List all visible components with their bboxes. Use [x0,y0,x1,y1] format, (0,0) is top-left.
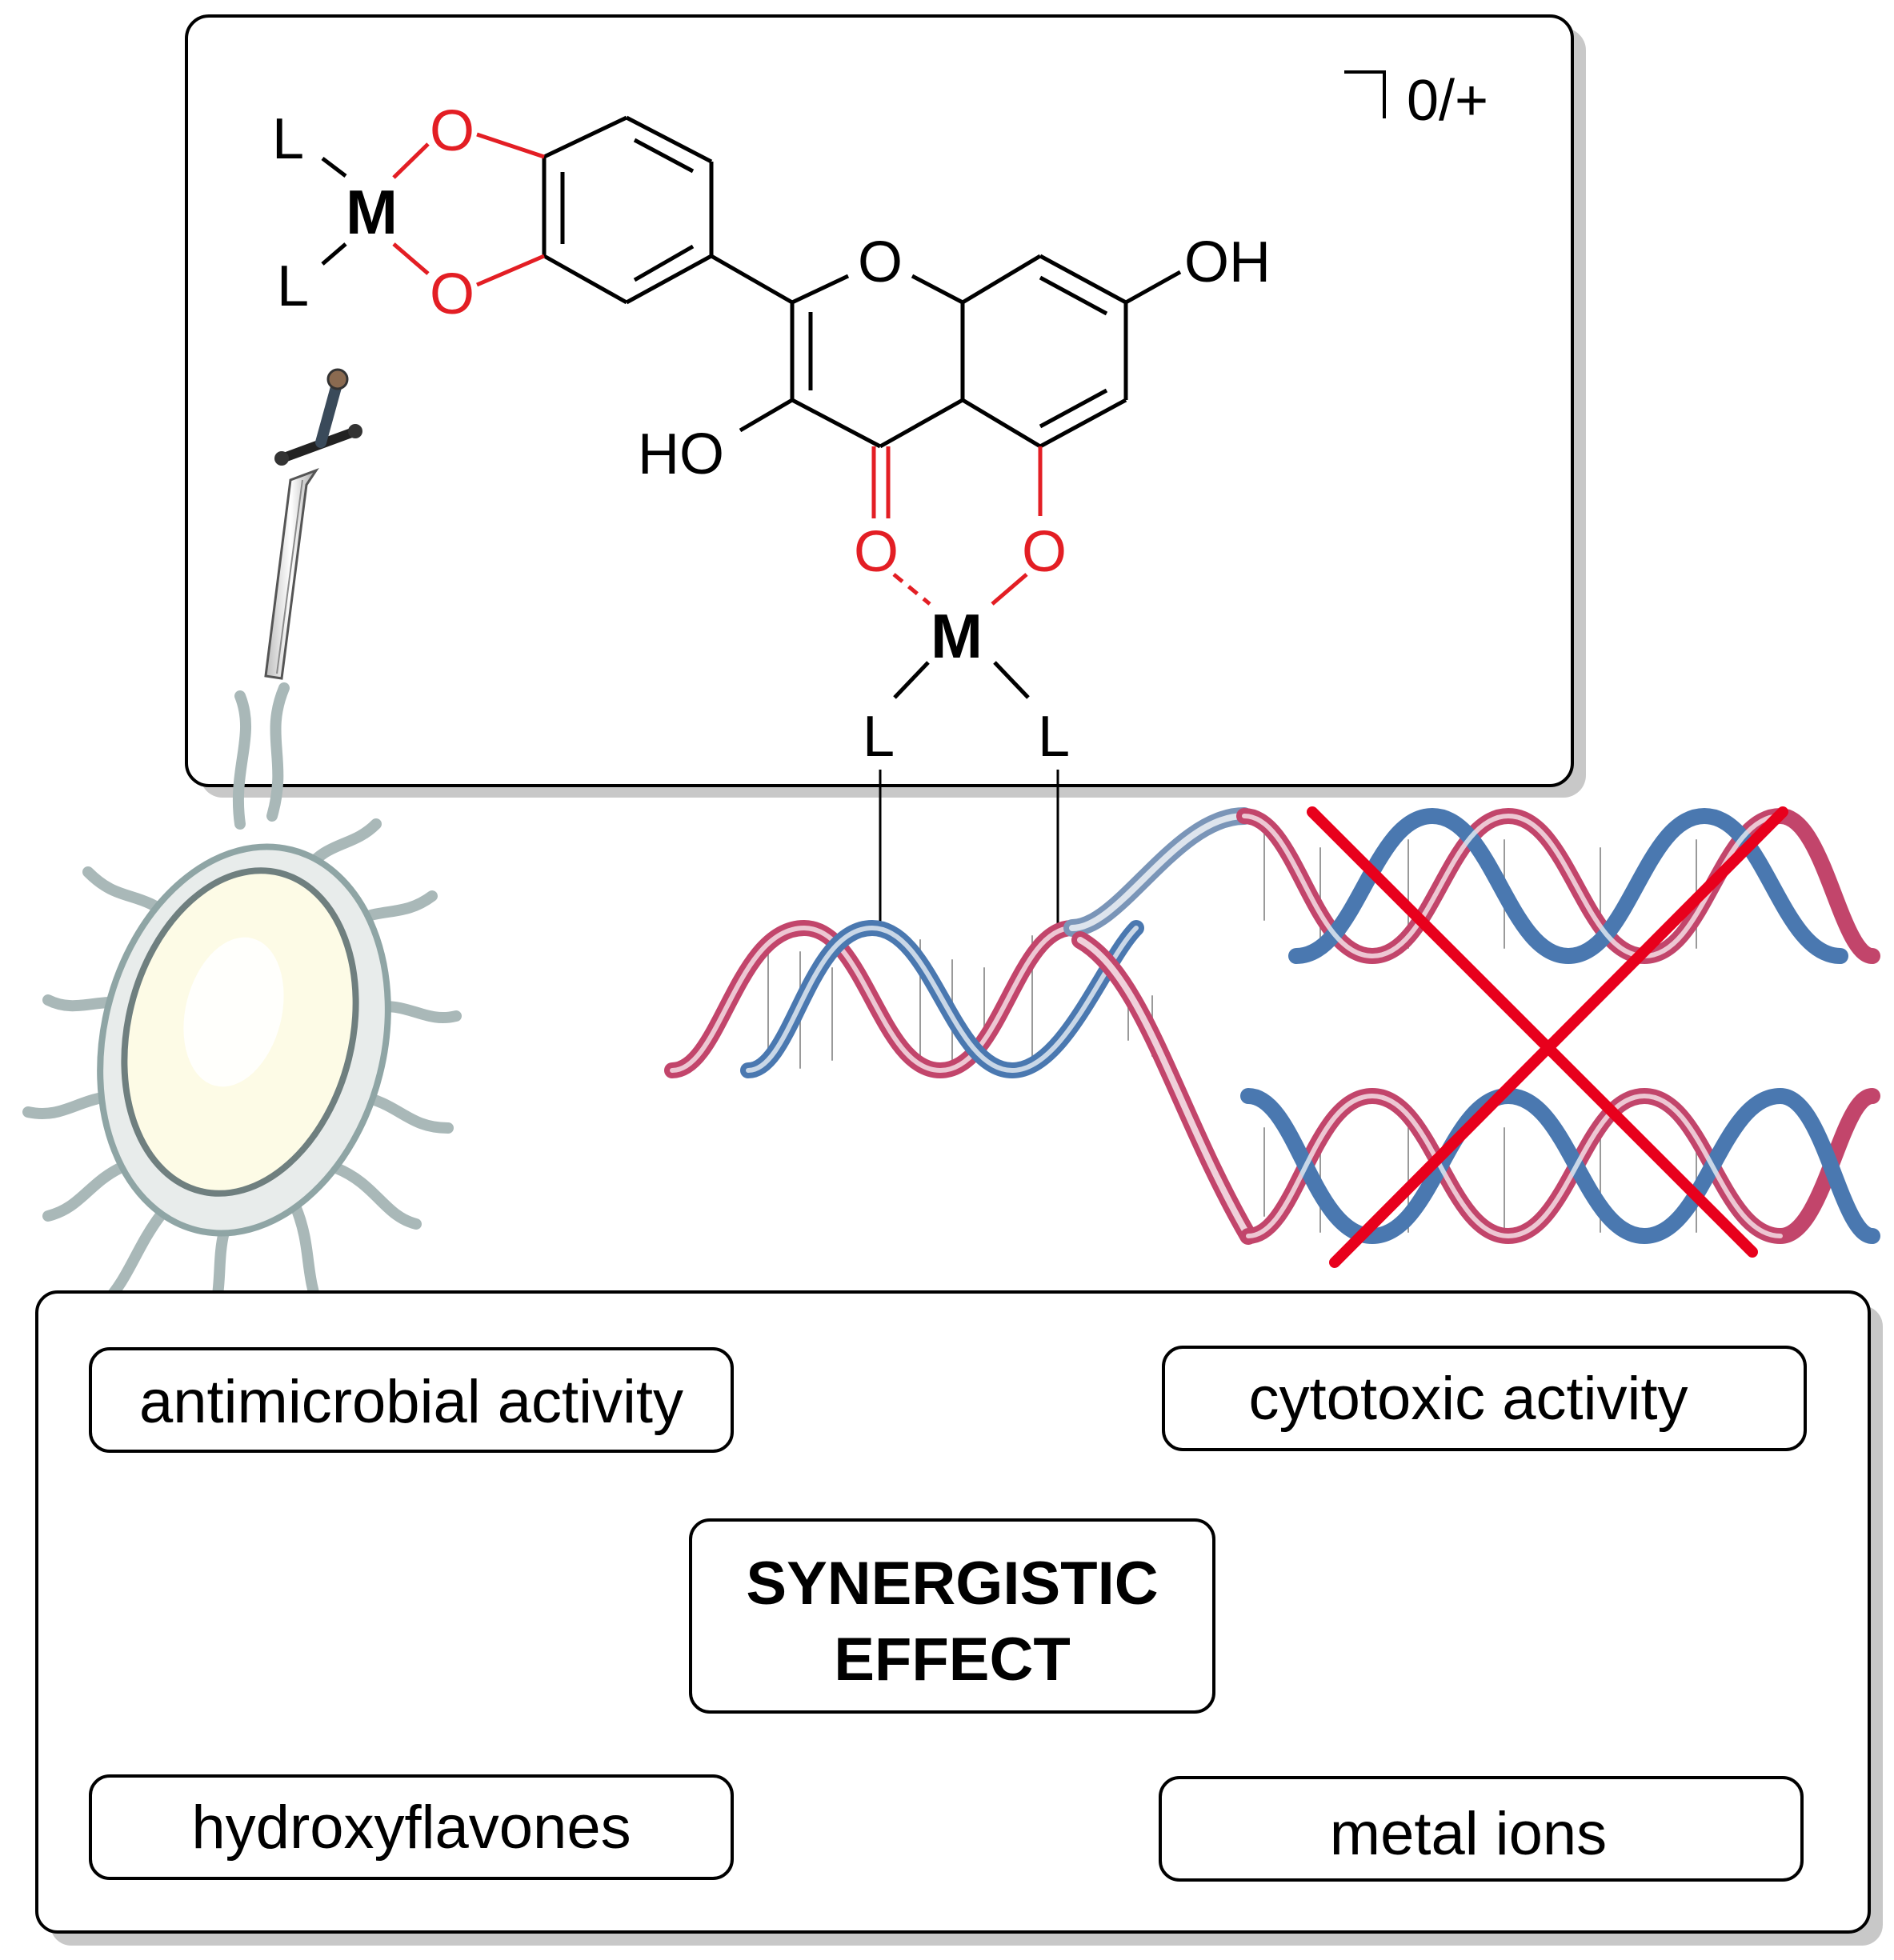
top-panel-frame [185,14,1574,787]
metal-label: M [931,601,983,671]
bacterium-body [97,843,391,1237]
oxygen-bonds [392,132,1043,606]
sword-icon [264,368,362,680]
oxygen-label: O [430,99,475,163]
hydroxyflavones-box [89,1774,734,1880]
synergistic-effect-box [689,1518,1215,1714]
metal-ions-box [1159,1776,1804,1882]
charge-label: 0/+ [1344,69,1488,133]
cytotoxic-label: cytotoxic activity [1248,1365,1688,1433]
top-panel [185,14,1586,798]
hydroxyl-label: OH [1184,230,1271,294]
ligand-label: L [1038,705,1070,769]
hydroxyl-label: HO [638,422,724,486]
atom-labels: L L M O O O OH HO O O M L L [272,99,1271,769]
charge-text: 0/+ [1407,69,1488,133]
metal-ions-label: metal ions [1330,1800,1607,1868]
oxygen-label: O [854,520,899,584]
oxygen-label: O [1022,520,1067,584]
cytotoxic-box [1162,1346,1807,1451]
synergistic-label: SYNERGISTIC [746,1550,1158,1618]
ring-oxygen-label: O [858,230,903,294]
ligand-label: L [863,705,895,769]
cross-icon [1307,806,1788,1268]
ligand-label: L [272,107,304,171]
bracket [1344,70,1386,118]
oxygen-label: O [430,262,475,326]
hydroxyflavones-label: hydroxyflavones [191,1794,631,1862]
antimicrobial-box [89,1347,734,1453]
ligand-label: L [277,254,309,318]
effect-label: EFFECT [834,1626,1071,1694]
metal-label: M [346,177,398,247]
molecule-bonds [321,115,1182,928]
dna-helix-icon [664,807,1880,1245]
bottom-panel: antimicrobial activity cytotoxic activit… [35,1290,1883,1946]
antimicrobial-label: antimicrobial activity [139,1368,683,1436]
